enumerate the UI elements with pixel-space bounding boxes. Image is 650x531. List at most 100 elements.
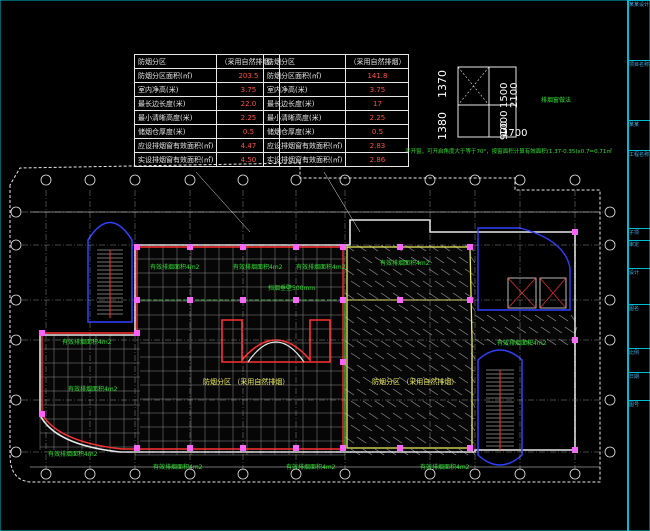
herringbone-hatch-mark — [434, 400, 445, 408]
herringbone-hatch-mark — [452, 412, 463, 420]
herringbone-hatch-mark — [374, 304, 385, 312]
herringbone-hatch-mark — [416, 436, 427, 444]
herringbone-hatch-mark — [404, 268, 415, 276]
grid-bubble — [424, 174, 436, 186]
column — [39, 330, 45, 336]
herringbone-hatch-corridor-mark — [510, 338, 521, 346]
herringbone-hatch-corridor-mark — [522, 338, 533, 346]
grid-bubble — [604, 394, 616, 406]
herringbone-hatch-mark — [452, 292, 463, 300]
herringbone-hatch-mark — [446, 256, 457, 264]
herringbone-hatch-mark — [398, 424, 409, 432]
herringbone-hatch-mark — [368, 412, 379, 420]
column — [340, 445, 346, 451]
herringbone-hatch-mark — [392, 268, 403, 276]
herringbone-hatch-mark — [380, 340, 391, 348]
service-core — [477, 227, 571, 311]
herringbone-hatch-mark — [428, 268, 439, 276]
herringbone-hatch-mark — [440, 292, 451, 300]
area-label: 有效排烟面积4m2 — [233, 264, 283, 271]
grid-bubble — [290, 468, 302, 480]
herringbone-hatch-corridor-mark — [528, 326, 539, 334]
herringbone-hatch-mark — [368, 388, 379, 396]
grid-bubble — [569, 174, 581, 186]
herringbone-hatch-mark — [398, 376, 409, 384]
herringbone-hatch-mark — [458, 352, 469, 360]
area-label: 有效排烟面积4m2 — [380, 260, 430, 267]
herringbone-hatch-mark — [350, 352, 361, 360]
herringbone-hatch-mark — [434, 376, 445, 384]
column — [134, 244, 140, 250]
dashed-frame — [9, 162, 601, 483]
herringbone-hatch-mark — [446, 400, 457, 408]
herringbone-hatch-mark — [416, 316, 427, 324]
herringbone-hatch-mark — [458, 376, 469, 384]
herringbone-hatch-mark — [380, 244, 391, 252]
grid-bubble — [10, 206, 22, 218]
herringbone-hatch-mark — [452, 388, 463, 396]
herringbone-hatch-mark — [410, 280, 421, 288]
arch-curve — [247, 341, 305, 363]
herringbone-hatch-mark — [452, 364, 463, 372]
herringbone-hatch-mark — [380, 292, 391, 300]
title-block-row: 项目名称 — [629, 60, 650, 73]
herringbone-hatch-corridor-mark — [486, 314, 497, 322]
herringbone-hatch-mark — [416, 340, 427, 348]
table-row: 最长边长度(米)17 — [262, 96, 410, 111]
herringbone-hatch-mark — [386, 424, 397, 432]
tile-hatch-left-bg — [135, 245, 345, 455]
grid-bubble — [129, 468, 141, 480]
herringbone-hatch-mark — [404, 244, 415, 252]
title-block-row: 设计 — [629, 268, 650, 281]
column — [397, 244, 403, 250]
herringbone-hatch-mark — [440, 316, 451, 324]
herringbone-hatch-mark — [356, 316, 367, 324]
herringbone-hatch-mark — [398, 280, 409, 288]
herringbone-hatch-mark — [404, 292, 415, 300]
herringbone-hatch-mark — [452, 268, 463, 276]
zone1-label: 防烟分区 （采用自然排烟） — [203, 378, 290, 386]
herringbone-hatch-mark — [410, 400, 421, 408]
grid-bubble — [339, 468, 351, 480]
grid-bubble — [10, 446, 22, 458]
herringbone-hatch-mark — [440, 436, 451, 444]
herringbone-hatch-mark — [350, 376, 361, 384]
herringbone-hatch-mark — [416, 292, 427, 300]
area-label: 有效排烟面积4m2 — [286, 464, 336, 471]
herringbone-hatch-mark — [356, 436, 367, 444]
grid-bubble — [237, 174, 249, 186]
herringbone-hatch-mark — [416, 244, 427, 252]
grid-bubble — [569, 468, 581, 480]
table-row: 室内净高(米)3.75 — [262, 82, 410, 97]
herringbone-hatch-mark — [422, 280, 433, 288]
herringbone-hatch-mark — [434, 424, 445, 432]
leader-line — [195, 171, 251, 233]
column — [397, 445, 403, 451]
herringbone-hatch-mark — [404, 364, 415, 372]
table-label-cell: 实设排烟窗有效面积(㎡) — [133, 152, 218, 167]
herringbone-hatch-mark — [368, 436, 379, 444]
herringbone-hatch-mark — [404, 388, 415, 396]
title-block-row: 审定 — [629, 240, 650, 253]
herringbone-hatch-corridor-mark — [474, 314, 485, 322]
herringbone-hatch-mark — [446, 424, 457, 432]
herringbone-hatch-mark — [458, 424, 469, 432]
herringbone-hatch-mark — [356, 364, 367, 372]
herringbone-hatch-mark — [428, 364, 439, 372]
title-block-row: 某某设计 — [629, 0, 650, 13]
herringbone-hatch-bg — [345, 245, 475, 450]
area-label: 有效排烟面积4m2 — [497, 340, 547, 347]
herringbone-hatch-mark — [380, 316, 391, 324]
herringbone-hatch-mark — [446, 304, 457, 312]
smoke-wall-label: 挡烟垂壁500mm — [268, 285, 316, 292]
grid-bubble — [604, 294, 616, 306]
table-row: 实设排烟窗有效面积(㎡)2.86 — [262, 152, 410, 167]
herringbone-hatch-mark — [350, 424, 361, 432]
herringbone-hatch-mark — [434, 328, 445, 336]
herringbone-hatch-mark — [416, 388, 427, 396]
herringbone-hatch-mark — [374, 376, 385, 384]
stair-tower-right — [477, 349, 523, 466]
herringbone-hatch-mark — [356, 340, 367, 348]
herringbone-hatch-mark — [392, 316, 403, 324]
